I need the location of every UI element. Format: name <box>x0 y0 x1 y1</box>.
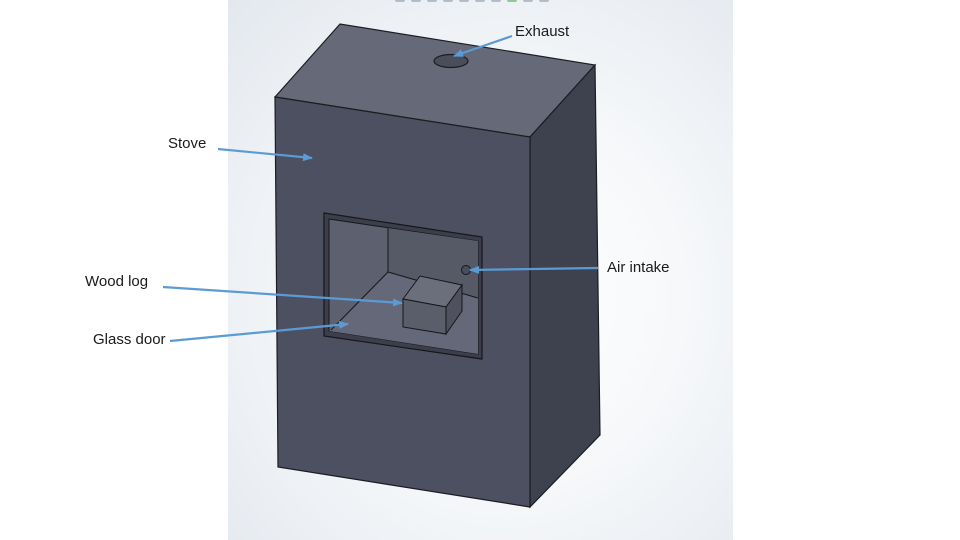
stove-arrow <box>217 147 313 162</box>
section-view-icon[interactable] <box>443 0 453 2</box>
appearance-icon[interactable] <box>507 0 517 2</box>
air-intake-hole <box>461 265 471 275</box>
wood-log-arrow <box>162 285 403 307</box>
display-style-icon[interactable] <box>475 0 485 2</box>
firebox-back-wall <box>388 228 478 298</box>
air-intake-arrow <box>469 265 599 274</box>
zoom-area-icon[interactable] <box>411 0 421 2</box>
view-orientation-icon[interactable] <box>459 0 469 2</box>
zoom-icon[interactable] <box>395 0 405 2</box>
wood-log-front <box>402 298 447 335</box>
glass-door-arrow <box>169 320 349 343</box>
view-settings-icon[interactable] <box>539 0 549 2</box>
air-intake-label: Air intake <box>607 259 670 276</box>
exhaust-hole <box>433 53 469 69</box>
stove-side-face <box>529 63 601 509</box>
exhaust-arrow <box>453 34 513 58</box>
view-toolbar[interactable] <box>395 0 549 4</box>
exhaust-label: Exhaust <box>515 23 570 40</box>
hide-show-icon[interactable] <box>491 0 501 2</box>
scene-icon[interactable] <box>523 0 533 2</box>
stove-label: Stove <box>168 135 207 152</box>
wood-log-label: Wood log <box>85 273 149 290</box>
glass-door-label: Glass door <box>93 331 166 348</box>
previous-view-icon[interactable] <box>427 0 437 2</box>
